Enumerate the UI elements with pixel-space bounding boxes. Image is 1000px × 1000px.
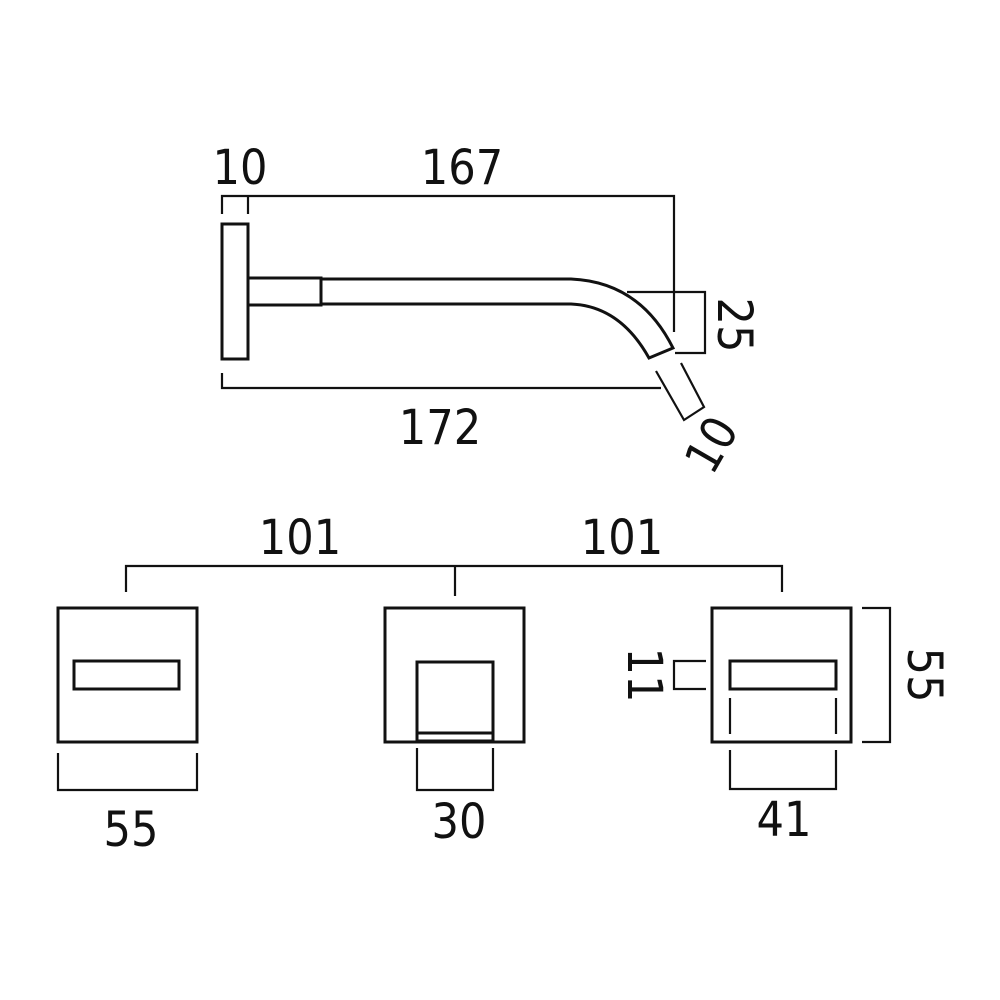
spout-collar [246,276,323,307]
dimension-55-left-bracket [56,753,199,792]
spout-plate [383,606,526,744]
dimension-25-label: 25 [706,298,762,353]
dimension-41-bracket [728,750,838,791]
spout-body [319,277,676,360]
dimension-11-bracket [672,659,706,691]
spout-side-view: 10 167 172 25 10 [213,140,762,483]
dimension-11-label: 11 [616,648,672,703]
dimension-172-label: 172 [399,400,481,456]
front-view: 101 101 55 30 11 55 41 [56,510,952,858]
spout-outlet [415,660,495,744]
backplate [220,222,250,361]
dimension-30-bracket [415,748,495,792]
dimension-55-left-label: 55 [104,802,159,858]
dimension-167-label: 167 [421,140,503,196]
left-handle-lever [72,659,181,691]
centre-spacing-left-label: 101 [259,510,341,566]
dimension-55-right-label: 55 [896,648,952,703]
dimension-41-label: 41 [757,792,812,848]
centre-spacing-dimension [124,564,784,596]
dimension-backplate-label: 10 [213,140,268,196]
dimension-30-label: 30 [432,794,487,850]
right-handle-plate [710,606,853,744]
left-handle-plate [56,606,199,744]
right-handle-lever [728,659,838,691]
centre-spacing-right-label: 101 [581,510,663,566]
dimension-167-line [220,194,676,332]
spout-aerator [415,731,495,743]
dimension-55-right-bracket [862,606,892,744]
right-handle-guide-lines [728,698,838,734]
dimension-25-bracket [627,290,707,355]
dimension-172-line [220,373,661,390]
dimension-outlet-bracket [655,362,706,422]
